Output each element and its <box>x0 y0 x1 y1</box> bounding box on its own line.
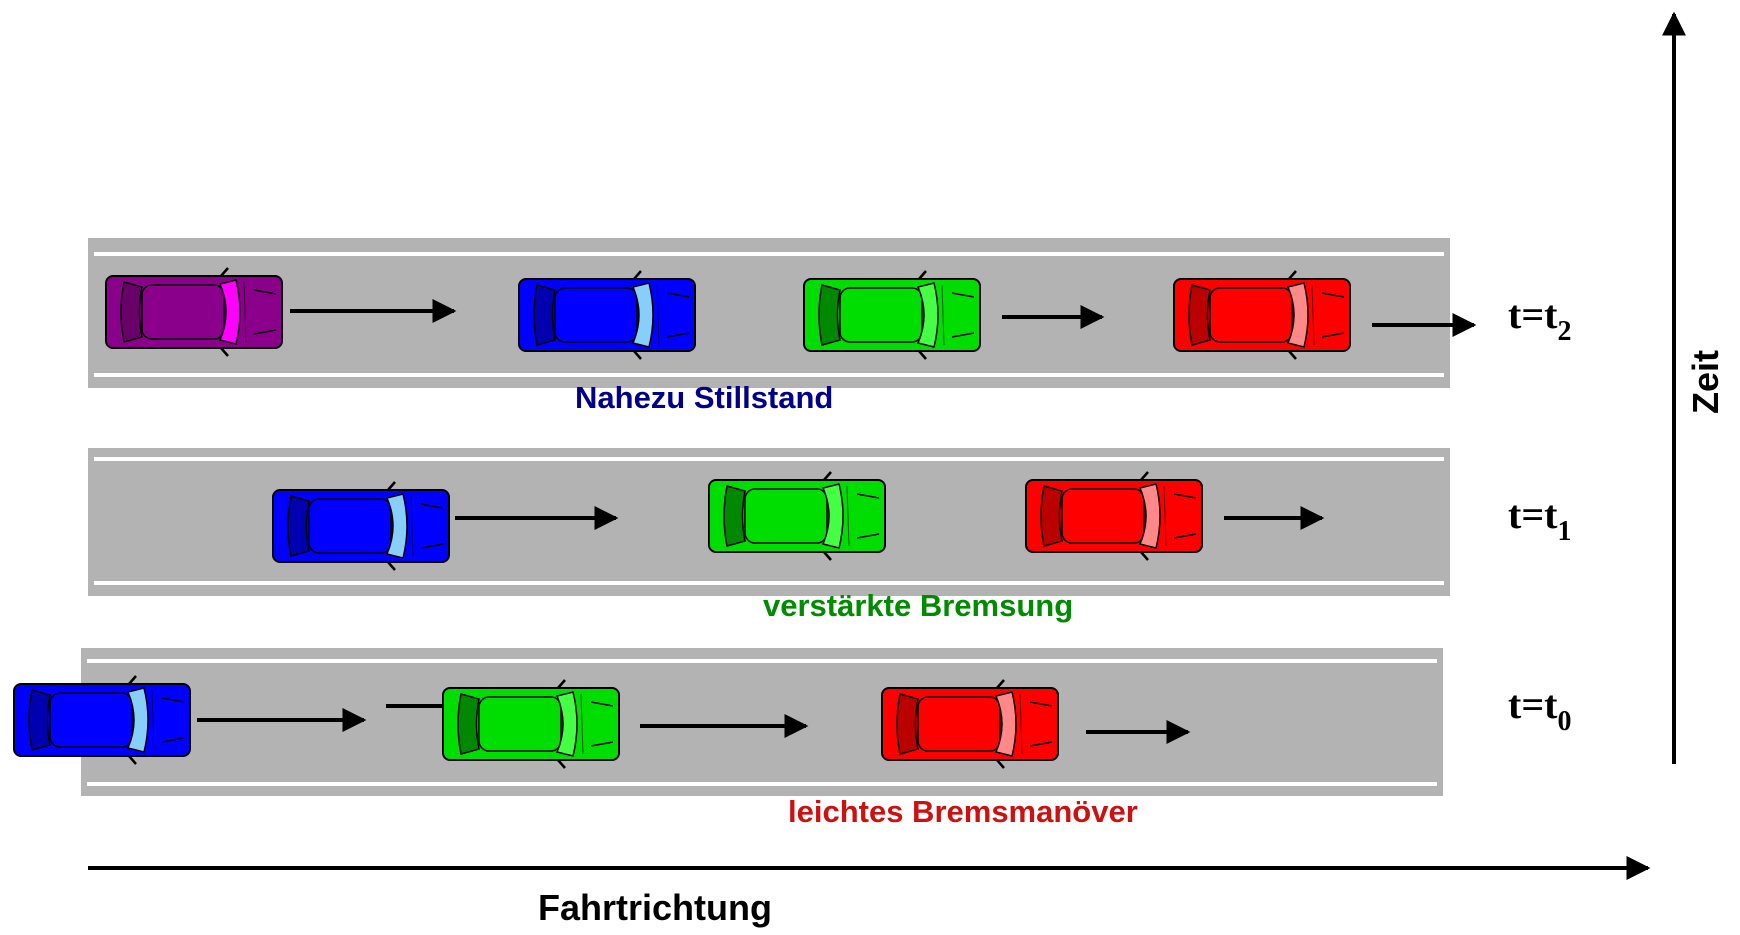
direction-axis: Fahrtrichtung <box>88 856 1651 928</box>
direction-label: Fahrtrichtung <box>538 887 772 928</box>
time-label-t0: t=t0 <box>1508 682 1571 737</box>
time-label-prefix: t=t <box>1508 682 1558 727</box>
time-label-prefix: t=t <box>1508 292 1558 337</box>
time-label-subscript: 1 <box>1557 516 1571 547</box>
caption-t2: Nahezu Stillstand <box>575 380 833 415</box>
car-green <box>707 470 887 562</box>
car-blue <box>271 480 451 572</box>
lane-t1: t=t1 verstärkte Bremsung <box>88 448 1571 623</box>
car-blue <box>12 674 192 766</box>
caption-t0: leichtes Bremsmanöver <box>788 794 1138 829</box>
time-axis: Zeit <box>1662 11 1726 764</box>
car-red <box>880 678 1060 770</box>
car-green <box>441 678 621 770</box>
car-red <box>1024 470 1204 562</box>
time-label-t1: t=t1 <box>1508 492 1571 547</box>
car-blue <box>517 269 697 361</box>
time-label-subscript: 0 <box>1557 706 1571 737</box>
car-red <box>1172 269 1352 361</box>
car-purple <box>104 266 284 358</box>
lane-t0: t=t0 leichtes Bremsmanöver <box>12 648 1571 829</box>
car-green <box>802 269 982 361</box>
time-label-subscript: 2 <box>1557 316 1571 347</box>
time-label-t2: t=t2 <box>1508 292 1571 347</box>
lane-t2: t=t2 Nahezu Stillstand <box>88 238 1571 415</box>
time-label-prefix: t=t <box>1508 492 1558 537</box>
time-axis-label: Zeit <box>1685 350 1726 414</box>
caption-t1: verstärkte Bremsung <box>763 588 1073 623</box>
